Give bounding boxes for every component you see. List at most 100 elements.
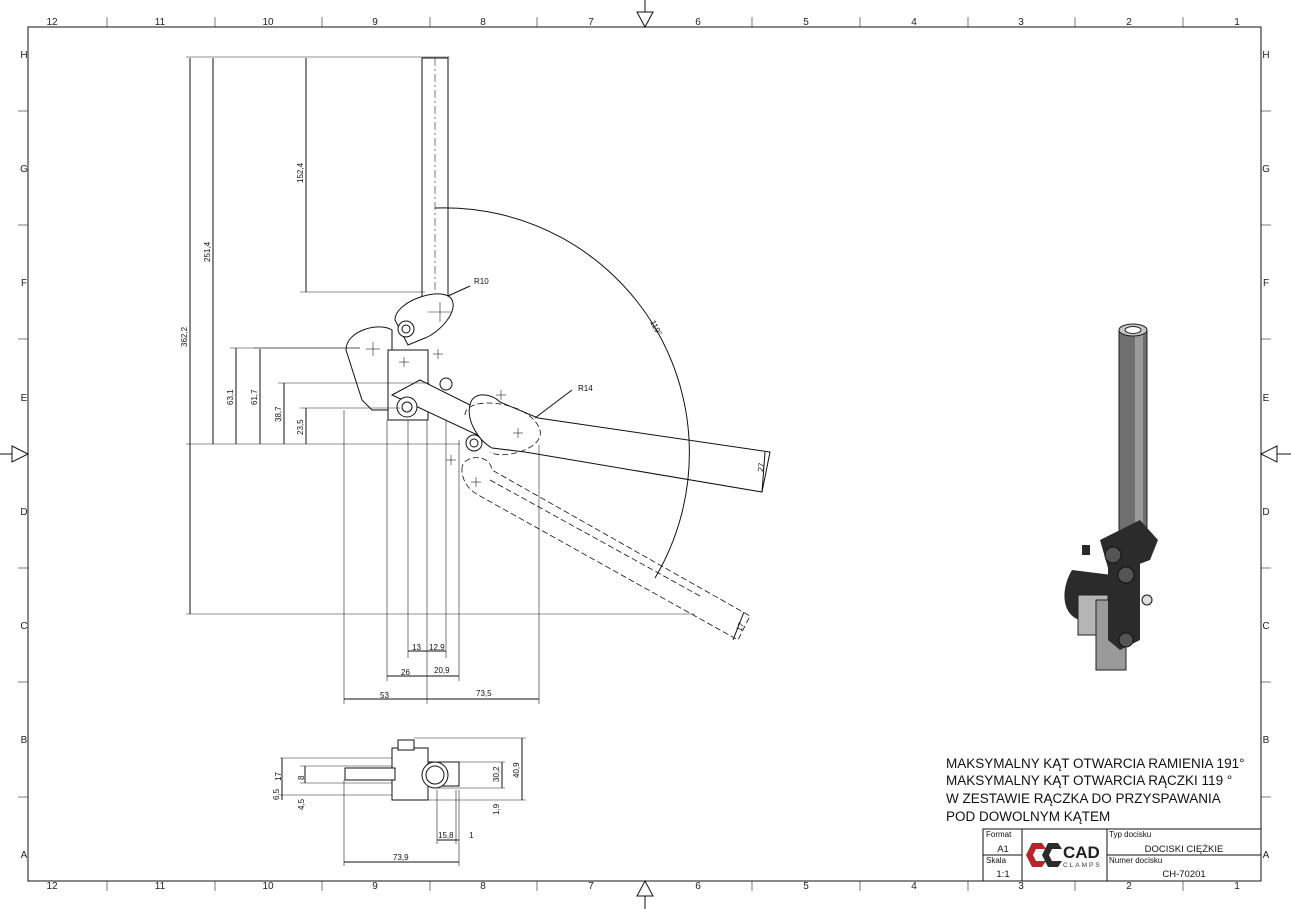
zone-row-label: A (21, 850, 28, 861)
dimension-label: 23,5 (296, 419, 305, 435)
top-handle (344, 767, 396, 781)
isometric-render (1064, 323, 1158, 671)
zone-row-label: G (20, 164, 28, 175)
format-label: Format (986, 830, 1012, 839)
dimension-label: 61,7 (250, 389, 259, 405)
zone-row-label: D (20, 507, 27, 518)
pivot (397, 320, 415, 338)
dimension-label: 30,2 (492, 766, 501, 782)
extension-lines (186, 56, 695, 704)
zone-col-label: 3 (1018, 17, 1024, 28)
dimension-label: 362,2 (180, 326, 189, 347)
zone-row-label: F (1263, 278, 1269, 289)
dimension-label: 12,9 (429, 643, 445, 652)
zone-labels: 12 11 10 9 8 7 6 5 4 3 2 1 12 11 10 9 8 … (20, 17, 1270, 892)
dimension-label: 17 (274, 772, 283, 781)
zone-col-label: 9 (372, 881, 378, 892)
dimension-label: 13 (412, 643, 421, 652)
logo-text: CAD (1063, 843, 1100, 862)
top-view: 17 6,5 8 4,5 30,2 40,9 1,9 15,8 1 73,9 (272, 737, 526, 866)
zone-col-label: 8 (480, 881, 486, 892)
handle-open-outline (461, 457, 751, 641)
zone-col-label: 4 (911, 881, 917, 892)
zone-row-label: F (21, 278, 27, 289)
type-label: Typ docisku (1109, 830, 1151, 839)
format-value: A1 (997, 844, 1009, 855)
zone-col-label: 10 (262, 17, 274, 28)
zone-col-label: 11 (155, 17, 166, 28)
notes: MAKSYMALNY KĄT OTWARCIA RAMIENIA 191° MA… (946, 756, 1244, 824)
zone-col-label: 6 (695, 881, 701, 892)
zone-col-label: 5 (803, 881, 809, 892)
dimension-label: 251,4 (203, 241, 212, 262)
zone-row-label: E (1263, 393, 1270, 404)
zone-row-label: B (1263, 735, 1270, 746)
zone-col-label: 2 (1126, 17, 1132, 28)
pivot (439, 377, 453, 391)
dimension-label: 152,4 (296, 162, 305, 183)
lever-swept-outline (464, 402, 541, 456)
zone-row-label: H (1262, 50, 1269, 61)
zone-col-label: 6 (695, 17, 701, 28)
dimension-label: 8 (297, 775, 306, 780)
angle-arc (434, 207, 690, 579)
dimension-label: 4,5 (297, 798, 306, 810)
note-line: W ZESTAWIE RĄCZKA DO PRZYSPAWANIA (946, 791, 1221, 806)
zone-row-label: C (1262, 621, 1269, 632)
zone-row-label: C (20, 621, 27, 632)
zone-row-label: A (1263, 850, 1270, 861)
front-view: 152,4 251,4 362,2 63,1 61,7 38,7 23,5 R1… (180, 56, 771, 704)
zone-row-label: G (1262, 164, 1270, 175)
scale-label: Skala (986, 856, 1007, 865)
zone-row-label: D (1262, 507, 1269, 518)
pivot (396, 396, 418, 418)
dimension-lines (189, 58, 766, 700)
cad-clamps-logo: CAD CLAMPS (1026, 843, 1102, 869)
dimension-label: 1,9 (492, 803, 501, 815)
dimension-label: 27 (756, 462, 766, 473)
scale-value: 1:1 (996, 869, 1009, 880)
number-value: CH-70201 (1162, 869, 1205, 880)
dimension-label: 73,5 (476, 689, 492, 698)
dimension-label: 73,9 (393, 853, 409, 862)
render-body (1108, 540, 1140, 650)
zone-col-label: 2 (1126, 881, 1132, 892)
note-line: MAKSYMALNY KĄT OTWARCIA RAMIENIA 191° (946, 756, 1244, 771)
dimension-label: 119° (648, 319, 663, 337)
zone-col-label: 7 (588, 17, 594, 28)
dimension-label: R14 (578, 384, 593, 393)
zone-col-label: 1 (1234, 17, 1240, 28)
zone-col-label: 5 (803, 17, 809, 28)
zone-col-label: 11 (155, 881, 166, 892)
clamp-body-left (345, 326, 393, 411)
zone-col-label: 12 (46, 881, 58, 892)
zone-col-label: 4 (911, 17, 917, 28)
center-marks (366, 302, 523, 487)
dimension-label: 53 (380, 691, 389, 700)
handle-closed (468, 394, 771, 493)
dimension-label: 1 (469, 831, 474, 840)
logo-subtext: CLAMPS (1063, 862, 1102, 869)
dimension-label: 6,5 (272, 788, 281, 800)
zone-col-label: 1 (1234, 881, 1240, 892)
dimension-label: 40,9 (512, 762, 521, 778)
type-value: DOCISKI CIĘŻKIE (1145, 844, 1224, 855)
zone-row-label: H (20, 50, 27, 61)
number-label: Numer docisku (1109, 856, 1162, 865)
zone-col-label: 3 (1018, 881, 1024, 892)
dimension-label: 15,8 (438, 831, 454, 840)
dimension-label: 17 (735, 621, 747, 633)
zone-ticks (18, 17, 1271, 891)
dimension-label: 20,9 (434, 666, 450, 675)
dimension-label: 38,7 (274, 406, 283, 422)
zone-row-label: E (21, 393, 28, 404)
zone-col-label: 12 (46, 17, 58, 28)
zone-col-label: 10 (262, 881, 274, 892)
note-line: MAKSYMALNY KĄT OTWARCIA RĄCZKI 119 ° (946, 773, 1232, 788)
zone-col-label: 9 (372, 17, 378, 28)
zone-col-label: 8 (480, 17, 486, 28)
note-line: POD DOWOLNYM KĄTEM (946, 809, 1110, 824)
zone-col-label: 7 (588, 881, 594, 892)
dimension-label: R10 (474, 277, 489, 286)
